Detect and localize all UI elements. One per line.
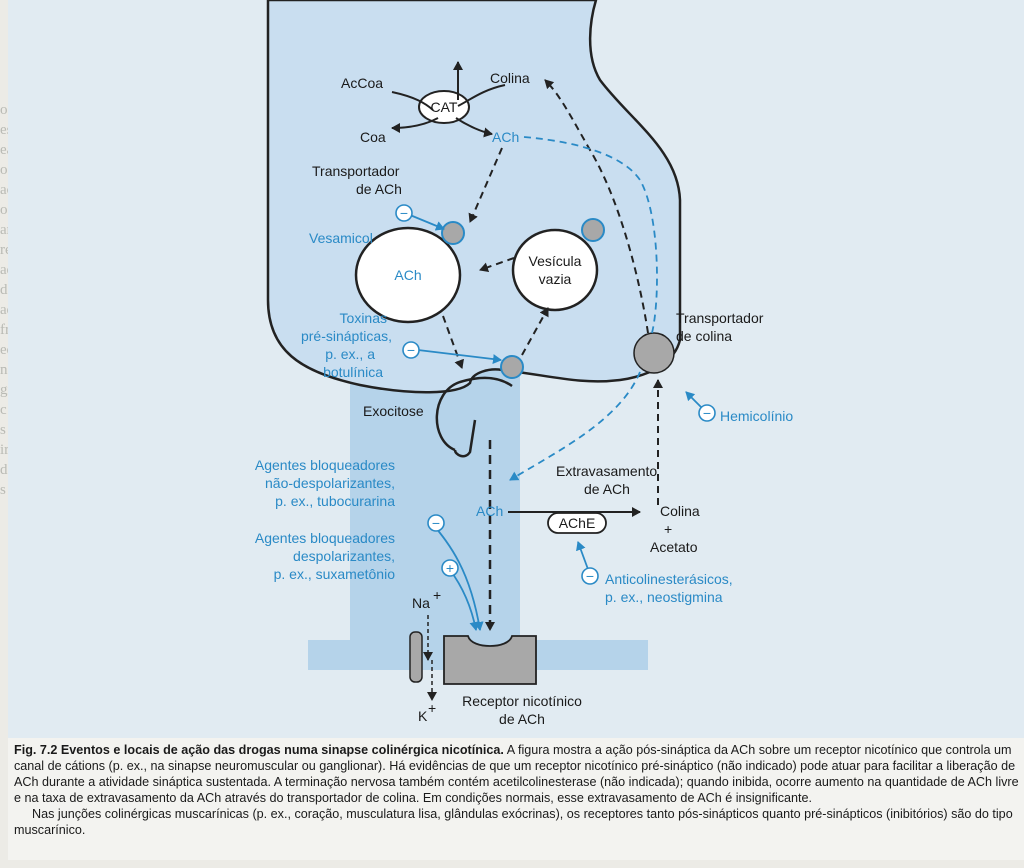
empty-vesicle-site (581, 218, 605, 242)
hemicholinium-minus-icon (698, 404, 716, 422)
label-ach-top: ACh (492, 129, 519, 145)
ache-enzyme (547, 512, 607, 534)
label-anticolin-1: Anticolinesterásicos, (605, 571, 733, 587)
toxin-arrow (417, 349, 502, 365)
leak-path-lower (509, 371, 641, 481)
label-k: K (418, 708, 428, 724)
background-text-line: d (0, 462, 8, 478)
vesamicol-minus-icon (395, 204, 413, 222)
label-hemicolinio: Hemicolínio (720, 408, 793, 424)
label-nao-despol-1: Agentes bloqueadores (255, 457, 395, 473)
ach-to-vesicle-arrow (468, 147, 503, 223)
anticholinesterase-minus: − (586, 568, 594, 584)
label-despol-3: p. ex., suxametônio (274, 566, 396, 582)
ach-vesicle (354, 226, 462, 324)
suxamethonium-plus-icon (441, 559, 459, 577)
label-despol-1: Agentes bloqueadores (255, 530, 395, 546)
anticholinesterase-arrow (576, 541, 590, 573)
caption-title: Fig. 7.2 Eventos e locais de ação das dr… (14, 743, 504, 757)
accoa-arrow (391, 91, 434, 111)
recycle-arrow-2 (479, 257, 515, 273)
label-colina-top: Colina (490, 70, 530, 86)
label-k-charge: + (428, 700, 436, 716)
caption-band (8, 738, 1024, 860)
ion-channel (409, 631, 423, 683)
label-anticolin-2: p. ex., neostigmina (605, 589, 723, 605)
label-transportador-ach-2: de ACh (356, 181, 402, 197)
label-ach-cleft: ACh (476, 503, 503, 519)
caption-paragraph-2: Nas junções colinérgicas muscarínicas (p… (14, 807, 1013, 837)
label-toxinas-1: Toxinas (340, 310, 387, 326)
label-ache: AChE (559, 515, 596, 531)
label-plus: + (664, 521, 672, 537)
label-toxinas-4: botulínica (323, 364, 383, 380)
figure-caption: Fig. 7.2 Eventos e locais de ação das dr… (14, 742, 1022, 838)
vesamicol-minus: − (400, 205, 408, 221)
background-text-line: re (0, 242, 12, 258)
exocytosis-site (500, 355, 524, 379)
label-accoa: AcCoa (341, 75, 383, 91)
label-vesicula-2: vazia (539, 271, 572, 287)
toxin-minus: − (407, 342, 415, 358)
label-nao-despol-3: p. ex., tubocurarina (275, 493, 395, 509)
label-cat: CAT (431, 99, 458, 115)
choline-arrow (457, 84, 506, 107)
label-vesicula-1: Vesícula (529, 253, 582, 269)
label-despol-2: despolarizantes, (293, 548, 395, 564)
recycle-arrow-1 (521, 307, 549, 356)
hemicholinium-minus: − (703, 405, 711, 421)
ach-synth-arrow (455, 117, 493, 138)
vesicle-to-exocytosis-arrow (442, 315, 464, 369)
background-text-line: c (0, 402, 7, 418)
label-acetato: Acetato (650, 539, 698, 555)
label-na-charge: + (433, 587, 441, 603)
cat-enzyme (418, 90, 470, 124)
label-extravasamento-1: Extravasamento (556, 463, 657, 479)
label-colina-cleft: Colina (660, 503, 700, 519)
choline-transporter (633, 332, 675, 374)
background-text-line: s (0, 422, 6, 438)
label-receptor-1: Receptor nicotínico (462, 693, 582, 709)
label-toxinas-2: pré-sinápticas, (301, 328, 392, 344)
tubocurarine-minus: − (432, 515, 440, 531)
vesamicol-arrow (409, 214, 445, 231)
label-receptor-2: de ACh (499, 711, 545, 727)
leak-path-upper (523, 136, 658, 334)
label-exocitose: Exocitose (363, 403, 424, 419)
background-text-line: s (0, 482, 6, 498)
exocytosis-membrane (435, 376, 513, 452)
label-vesamicol: Vesamicol (309, 230, 373, 246)
coa-arrow (391, 117, 439, 133)
nicotinic-receptor (443, 635, 537, 685)
empty-vesicle (511, 228, 599, 312)
label-nao-despol-2: não-despolarizantes, (265, 475, 395, 491)
label-coa: Coa (360, 129, 386, 145)
tubocurarine-minus-icon (427, 514, 445, 532)
toxin-minus-icon (402, 341, 420, 359)
ach-transporter-site (441, 221, 465, 245)
caption-body: A figura mostra a ação pós-sináptica da … (14, 743, 1019, 805)
suxamethonium-plus: + (446, 560, 454, 576)
anticholinesterase-minus-icon (581, 567, 599, 585)
label-transportador-colina-1: Transportador (676, 310, 764, 326)
label-ach-vesicle: ACh (394, 267, 421, 283)
exocytosis-tip (453, 419, 477, 458)
label-transportador-ach-1: Transportador (312, 163, 400, 179)
label-na: Na (412, 595, 430, 611)
label-transportador-colina-2: de colina (676, 328, 732, 344)
background-text-line: ir (0, 442, 10, 458)
label-extravasamento-2: de ACh (584, 481, 630, 497)
label-toxinas-3: p. ex., a (325, 346, 375, 362)
